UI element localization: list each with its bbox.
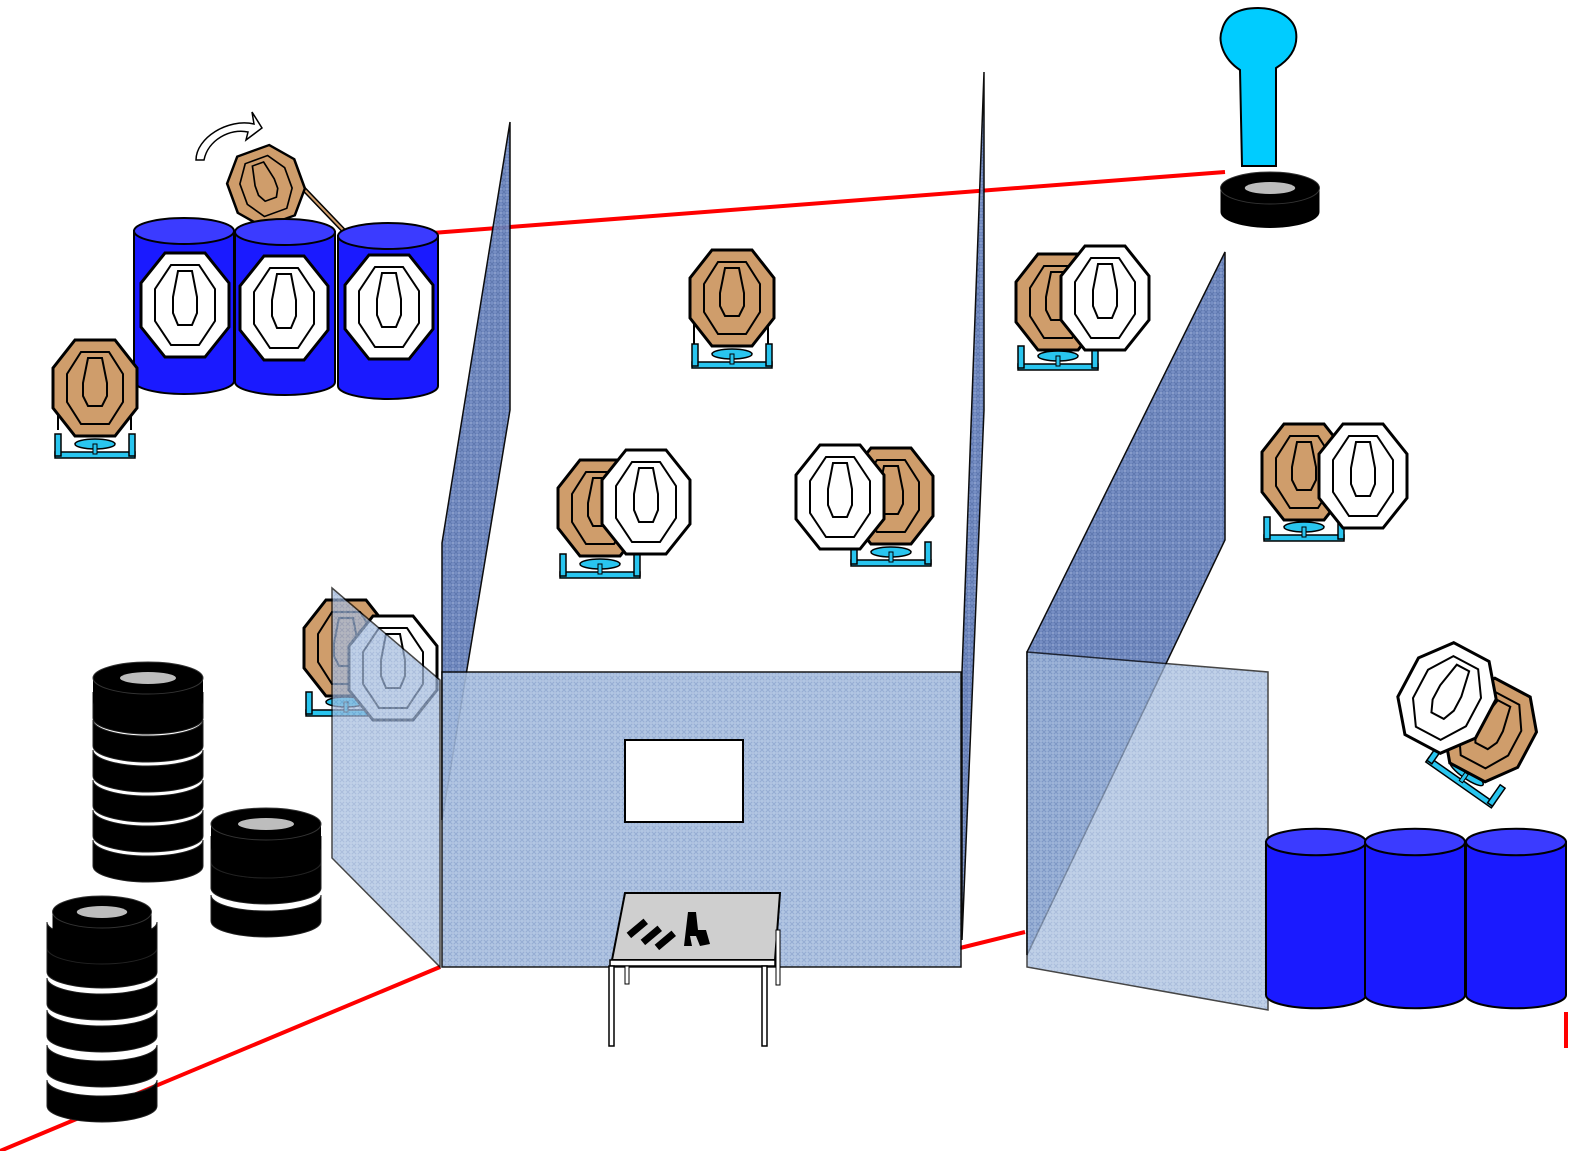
activator-tire	[1220, 171, 1320, 229]
activator-paddle	[1219, 6, 1320, 229]
magazine-icon	[626, 918, 648, 939]
shoot-target	[51, 338, 139, 438]
target-stand	[559, 553, 641, 579]
window-port	[624, 739, 744, 823]
barrel	[1363, 827, 1467, 1010]
right-wing-wall	[961, 71, 985, 941]
tire	[210, 807, 322, 865]
right-middle-pair	[1260, 422, 1409, 542]
center-right-pair	[794, 443, 935, 567]
right-barrels	[1264, 827, 1568, 1010]
left-barrel-targets	[133, 111, 439, 400]
barrel	[1264, 827, 1368, 1010]
no-shoot-target	[238, 254, 330, 362]
magazine-icon	[640, 925, 662, 946]
barrel	[1464, 827, 1568, 1010]
no-shoot-target	[794, 443, 886, 551]
magazine-icon	[654, 930, 676, 951]
left-lone-target	[51, 338, 139, 459]
fault-line-right	[959, 930, 1026, 950]
no-shoot-target	[1059, 244, 1151, 352]
no-shoot-target	[600, 448, 692, 556]
center-back-panel	[1026, 651, 1269, 1011]
tire	[51, 895, 152, 953]
right-lower-pair	[1382, 629, 1552, 809]
tire-stack-middle	[210, 807, 322, 938]
tire-stack-left-front	[46, 895, 158, 1123]
loading-table	[608, 892, 782, 1047]
no-shoot-target	[1317, 422, 1409, 530]
fault-line-left	[0, 965, 441, 1151]
tire	[92, 661, 204, 719]
tire-stack-left-tall	[92, 661, 204, 883]
fault-line-back	[431, 170, 1226, 235]
right-top-pair	[1014, 244, 1151, 371]
swing-arrow-icon	[195, 111, 264, 161]
target-stand	[691, 343, 773, 369]
pistol-icon	[684, 912, 710, 946]
fault-lines	[0, 170, 1568, 1151]
shoot-target	[688, 248, 776, 348]
center-left-pair	[556, 448, 692, 579]
center-top-target	[688, 248, 776, 369]
no-shoot-target	[139, 251, 231, 359]
left-swing-panel	[331, 586, 441, 969]
no-shoot-target	[343, 253, 435, 361]
target-stand	[54, 433, 136, 459]
